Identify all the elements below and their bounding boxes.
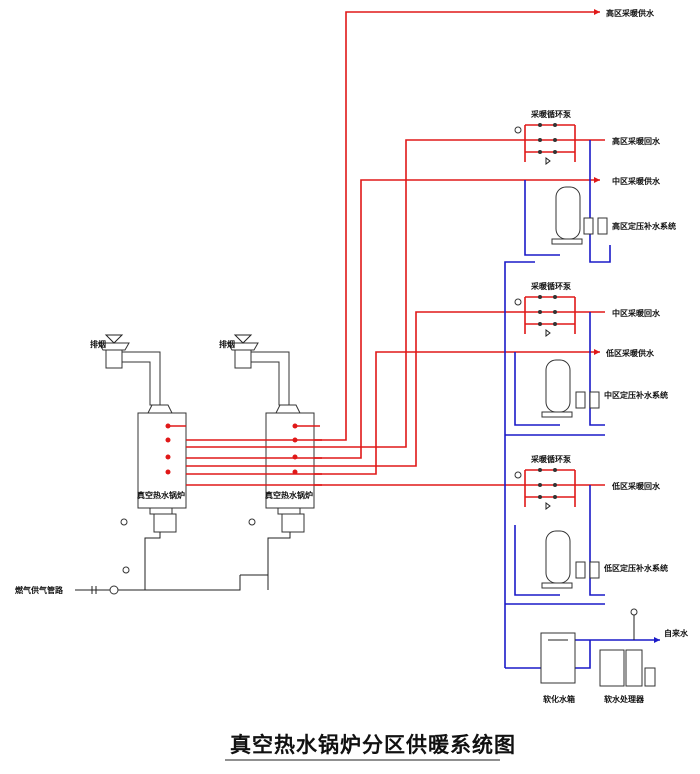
low-supply-label: 低区采暖供水 bbox=[605, 348, 655, 358]
chimney-left bbox=[98, 334, 161, 406]
boiler-header-pipes bbox=[168, 9, 600, 486]
water-tank-label: 软化水箱 bbox=[543, 694, 575, 704]
gas-pipe-label: 燃气供气管路 bbox=[15, 585, 64, 595]
pump-group-high bbox=[514, 123, 605, 165]
pressure-high-label: 高区定压补水系统 bbox=[612, 221, 676, 231]
boiler-right bbox=[265, 404, 315, 533]
pressure-vessel-mid bbox=[541, 359, 600, 418]
high-supply-label: 高区采暖供水 bbox=[606, 8, 655, 18]
chimney-right-label: 排烟 bbox=[219, 339, 235, 349]
softener-unit bbox=[599, 649, 656, 687]
chimney-left-label: 排烟 bbox=[90, 339, 106, 349]
pump-group-mid bbox=[514, 295, 605, 337]
mid-return-label: 中区采暖回水 bbox=[612, 308, 661, 318]
pressure-vessel-low bbox=[541, 530, 600, 589]
diagram-title: 真空热水锅炉分区供暖系统图 bbox=[230, 732, 516, 757]
pump-low-label: 采暖循环泵 bbox=[530, 454, 571, 464]
boiler-left-label: 真空热水锅炉 bbox=[137, 490, 185, 500]
boiler-left bbox=[137, 404, 187, 533]
chimney-right bbox=[227, 334, 290, 406]
mid-supply-label: 中区采暖供水 bbox=[612, 176, 661, 186]
softener-label: 软水处理器 bbox=[604, 694, 645, 704]
gas-pipeline bbox=[75, 518, 291, 595]
city-water-label: 自来水 bbox=[664, 628, 689, 638]
pressure-vessel-high bbox=[551, 186, 608, 245]
low-return-label: 低区采暖回水 bbox=[611, 481, 661, 491]
pressure-mid-label: 中区定压补水系统 bbox=[604, 390, 668, 400]
pressure-low-label: 低区定压补水系统 bbox=[603, 563, 668, 573]
soft-water-tank bbox=[540, 608, 638, 684]
boiler-right-label: 真空热水锅炉 bbox=[265, 490, 313, 500]
high-return-label: 高区采暖回水 bbox=[612, 136, 661, 146]
pump-group-low bbox=[514, 468, 605, 510]
makeup-water-pipes bbox=[504, 140, 660, 669]
pump-mid-label: 采暖循环泵 bbox=[530, 281, 571, 291]
pump-high-label: 采暖循环泵 bbox=[530, 109, 571, 119]
